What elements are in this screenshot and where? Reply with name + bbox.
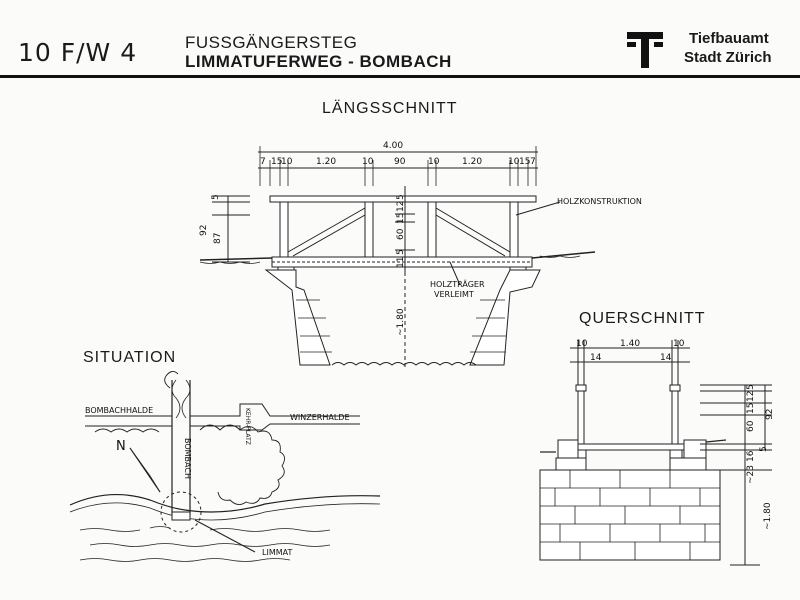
cs-dim-post-1: 14	[590, 353, 602, 363]
dim-seg-10: 15	[519, 157, 530, 167]
cs-dim-v4: 60	[746, 420, 756, 432]
dim-side-1: 5	[211, 194, 221, 200]
cross-section-title: QUERSCHNITT	[579, 310, 706, 327]
cs-dim-v5: 16	[746, 450, 756, 462]
cs-dim-v3: 15	[746, 403, 756, 414]
dim-vert-3: 15	[396, 213, 406, 224]
dim-seg-2: 15	[271, 157, 282, 167]
dim-side-2: 92	[199, 225, 209, 236]
dim-seg-11: 7	[530, 157, 536, 167]
cs-dim-top-1: 10	[576, 339, 588, 349]
cs-dim-top-3: 10	[673, 339, 685, 349]
dim-depth: ~1.80	[396, 308, 406, 336]
label-winzerhalde: WINZERHALDE	[290, 413, 350, 422]
label-holztraeger: HOLZTRÄGER	[430, 279, 485, 289]
cs-dim-v6: 5	[759, 446, 769, 452]
dim-vert-4: 60	[396, 228, 406, 240]
dim-seg-9: 10	[508, 157, 520, 167]
dim-seg-5: 10	[362, 157, 374, 167]
cs-dim-side-2: ~1.80	[763, 502, 773, 530]
north-indicator: N	[116, 439, 126, 454]
label-kehrplatz: KEHR-PLATZ	[244, 408, 251, 445]
cs-dim-v1: 5	[746, 384, 756, 390]
tiefbauamt-logo	[627, 32, 663, 68]
cs-dim-side-1: 92	[765, 409, 775, 420]
dim-seg-6: 90	[394, 157, 406, 167]
cs-dim-post-2: 14	[660, 353, 672, 363]
dim-vert-6: 11	[396, 257, 406, 268]
dim-vert-5: 5	[396, 249, 406, 255]
dim-seg-7: 10	[428, 157, 440, 167]
cs-dim-v2: 12	[746, 391, 756, 402]
label-limmat: LIMMAT	[262, 548, 292, 557]
dim-side-3: 87	[213, 233, 223, 244]
drawing-title-line-2: LIMMATUFERWEG - BOMBACH	[185, 52, 452, 71]
dim-seg-1: 7	[260, 157, 266, 167]
situation-title: SITUATION	[83, 349, 177, 366]
drawing-title-line-1: FUSSGÄNGERSTEG	[185, 33, 358, 52]
label-bombachhalde: BOMBACHHALDE	[85, 406, 153, 415]
cs-dim-top-2: 1.40	[620, 339, 640, 349]
longitudinal-section-title: LÄNGSSCHNITT	[322, 100, 458, 117]
dim-seg-3: 10	[281, 157, 293, 167]
org-name-line-2: Stadt Zürich	[684, 49, 772, 66]
drawing-code: 10 F/W 4	[18, 38, 138, 67]
dim-seg-4: 1.20	[316, 157, 336, 167]
dim-total-width: 4.00	[383, 141, 403, 151]
cs-dim-v7: ~23	[746, 465, 756, 484]
label-holzkonstruktion: HOLZKONSTRUKTION	[557, 197, 642, 206]
org-name-line-1: Tiefbauamt	[689, 30, 769, 47]
label-verleimt: VERLEIMT	[434, 290, 474, 299]
header-rule	[0, 75, 800, 78]
dim-vert-2: 12	[396, 201, 406, 212]
label-bombach: BOMBACH	[183, 438, 192, 479]
dim-vert-1: 5	[396, 194, 406, 200]
dim-seg-8: 1.20	[462, 157, 482, 167]
